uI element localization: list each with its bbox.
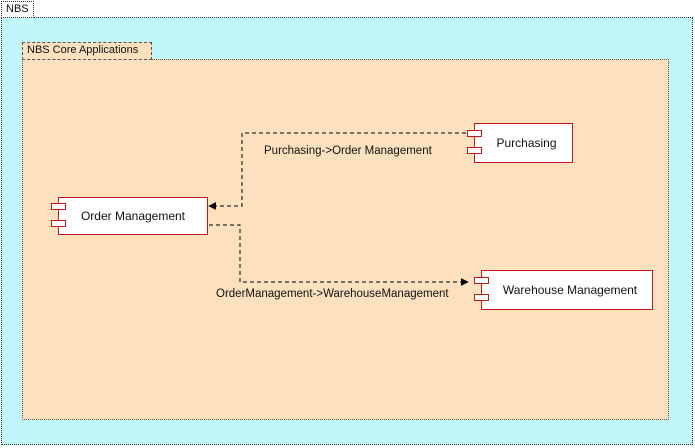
package-nbs-label: NBS <box>6 3 29 15</box>
component-port-icon <box>51 220 66 227</box>
component-order-management-label: Order Management <box>80 209 186 223</box>
package-core-applications-label: NBS Core Applications <box>27 44 139 56</box>
component-port-icon <box>467 130 482 137</box>
component-port-icon <box>467 147 482 154</box>
connector-order-to-warehouse-label: OrderManagement->WarehouseManagement <box>216 288 449 300</box>
component-warehouse-management[interactable]: Warehouse Management <box>481 270 653 310</box>
package-core-applications-tab[interactable]: NBS Core Applications <box>22 42 152 60</box>
component-port-icon <box>51 203 66 210</box>
component-port-icon <box>474 294 489 301</box>
component-port-icon <box>474 277 489 284</box>
component-warehouse-management-label: Warehouse Management <box>502 283 638 297</box>
connector-purchasing-to-order-line[interactable] <box>208 132 466 210</box>
connector-purchasing-to-order-label: Purchasing->Order Management <box>264 145 432 157</box>
component-purchasing-label: Purchasing <box>496 136 557 150</box>
package-core-applications[interactable] <box>22 59 669 420</box>
connector-order-to-warehouse-line[interactable] <box>209 224 469 286</box>
component-purchasing[interactable]: Purchasing <box>474 123 573 163</box>
component-order-management[interactable]: Order Management <box>58 197 208 235</box>
package-nbs-tab[interactable]: NBS <box>1 1 34 18</box>
